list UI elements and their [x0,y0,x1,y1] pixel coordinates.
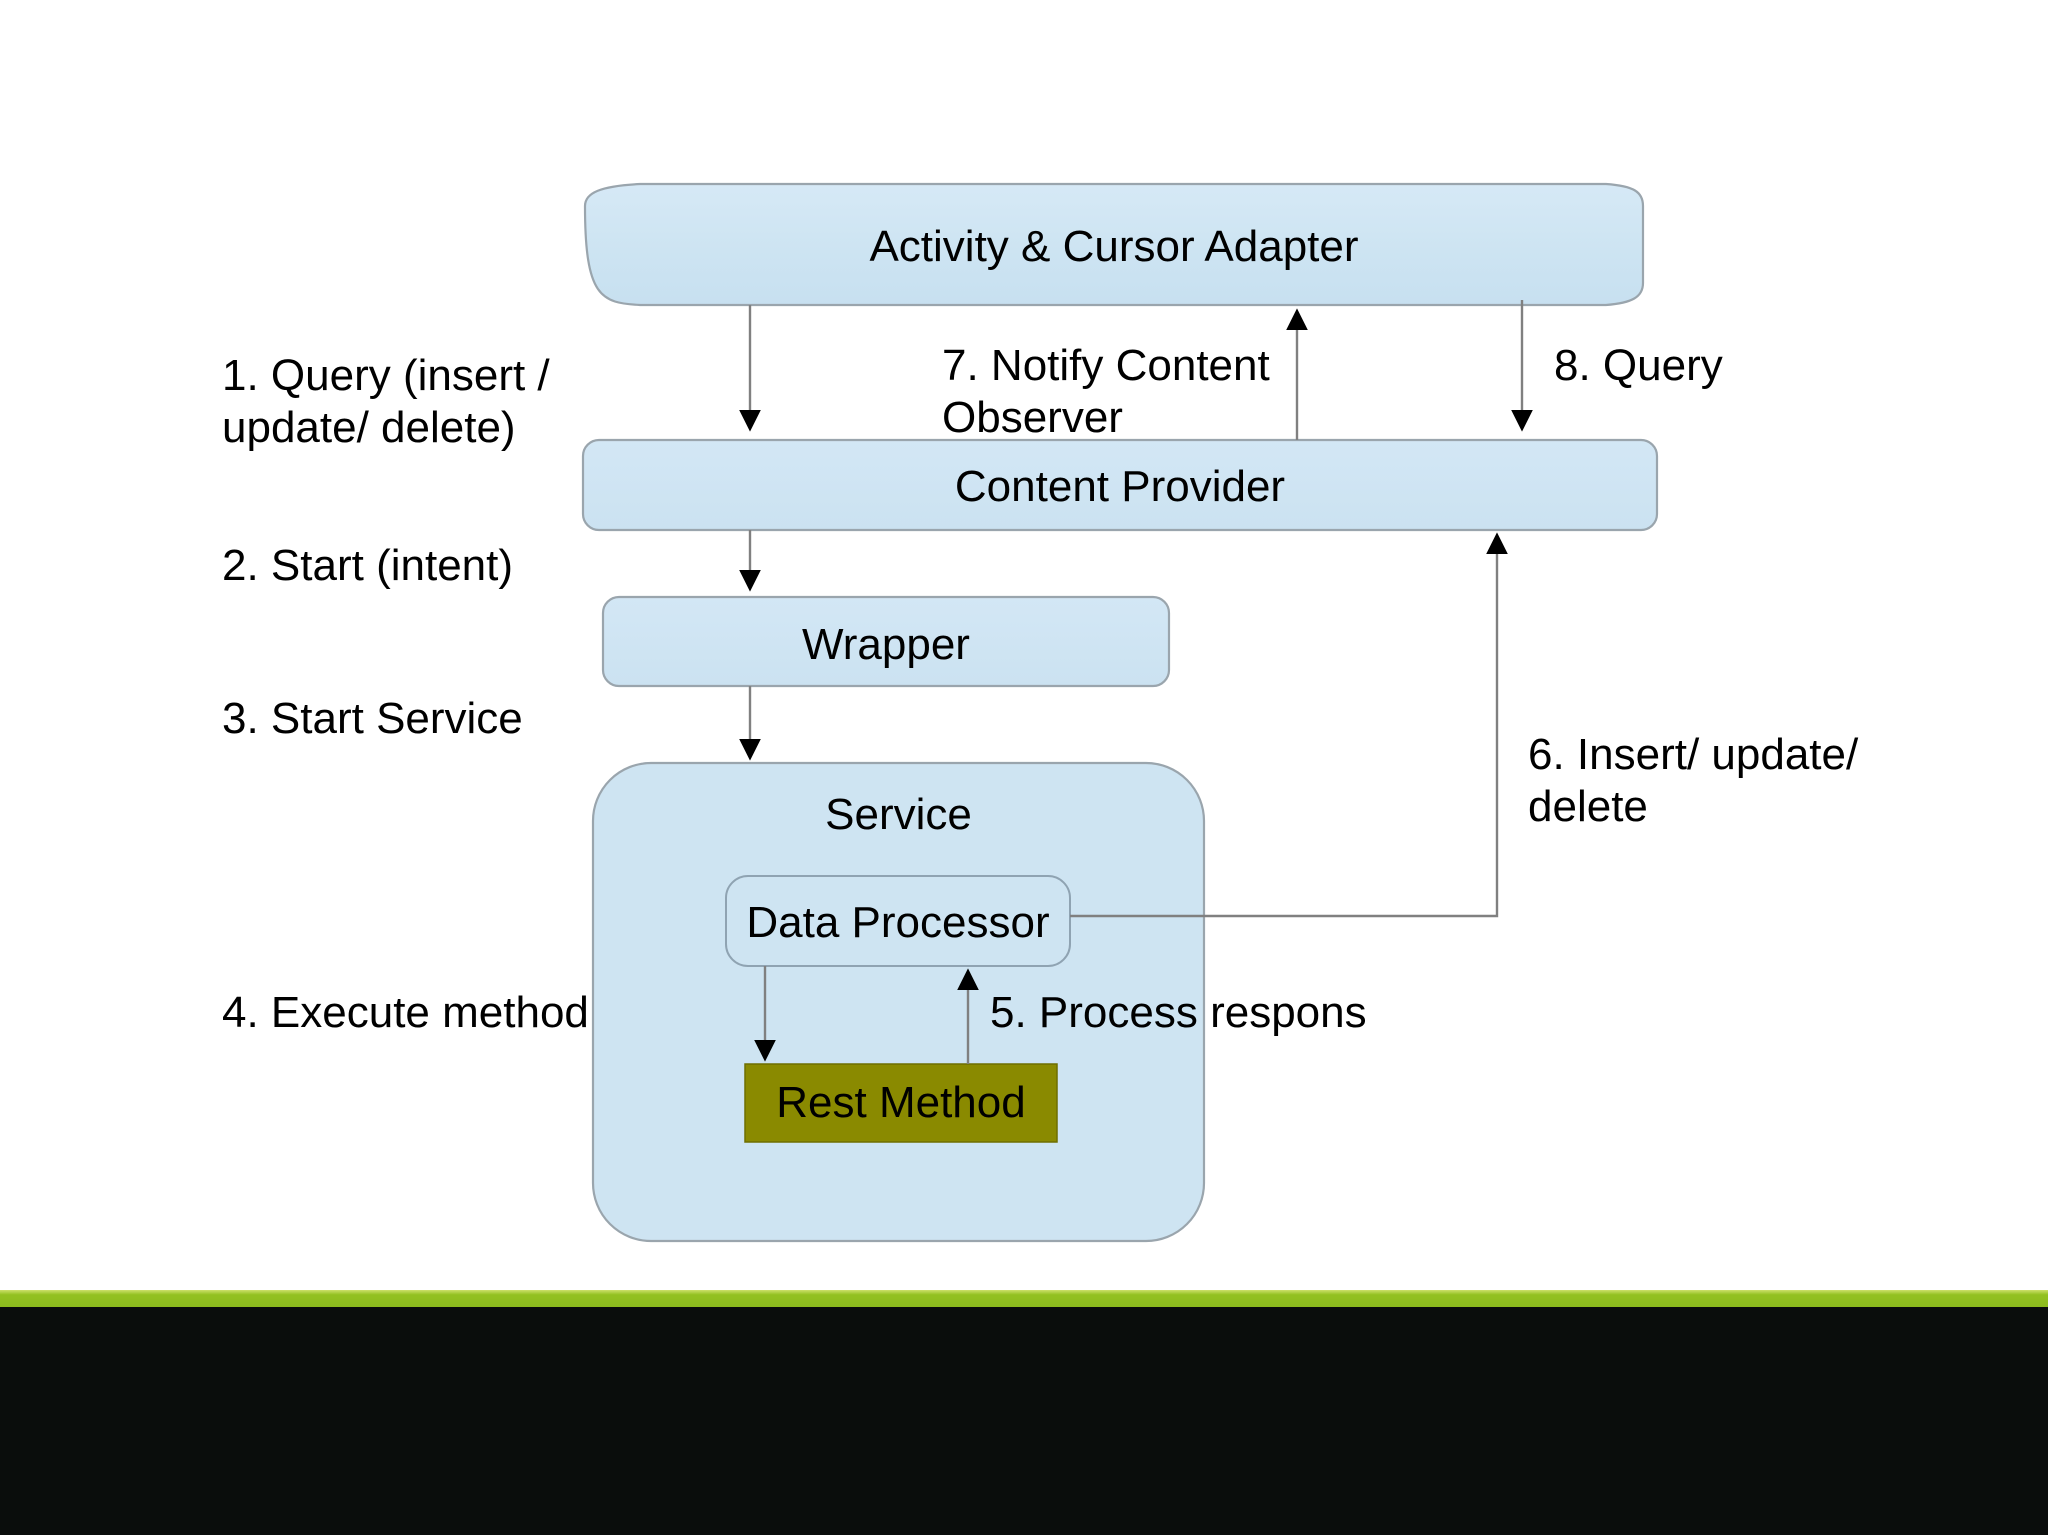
node-content-provider[interactable] [581,438,1659,532]
node-label-data-processor: Data Processor [746,898,1050,947]
step-label-6-line1: 6. Insert/ update/ [1528,730,1859,779]
footer-accent-stripe [0,1290,2048,1307]
footer-bar: MobiliUp QUALITY MATTERS [0,1307,2048,1535]
node-data-processor[interactable] [725,875,1071,967]
connector-6-insert-update-delete [1070,532,1508,918]
node-rest-method[interactable] [744,1063,1058,1143]
step-label-4-execute-method: 4. Execute method [222,988,589,1037]
step-label-8-query: 8. Query [1554,341,1723,390]
step-label-1-line2: update/ delete) [222,403,516,452]
node-label-activity-cursor-adapter: Activity & Cursor Adapter [869,222,1359,271]
step-label-7-line1: 7. Notify Content [942,341,1270,390]
step-label-2-start-intent: 2. Start (intent) [222,541,514,590]
step-label-7-line2: Observer [942,393,1123,442]
step-label-6-line2: delete [1528,782,1648,831]
node-label-wrapper: Wrapper [802,620,970,669]
node-label-content-provider: Content Provider [954,462,1286,511]
node-label-rest-method: Rest Method [776,1078,1026,1127]
step-label-1-line1: 1. Query (insert / [222,351,550,400]
node-activity-cursor-adapter[interactable] [583,182,1645,307]
node-label-service: Service [825,790,972,839]
step-label-5-process-respons: 5. Process respons [990,988,1367,1037]
node-wrapper[interactable] [601,595,1171,688]
step-label-3-start-service: 3. Start Service [222,694,523,743]
